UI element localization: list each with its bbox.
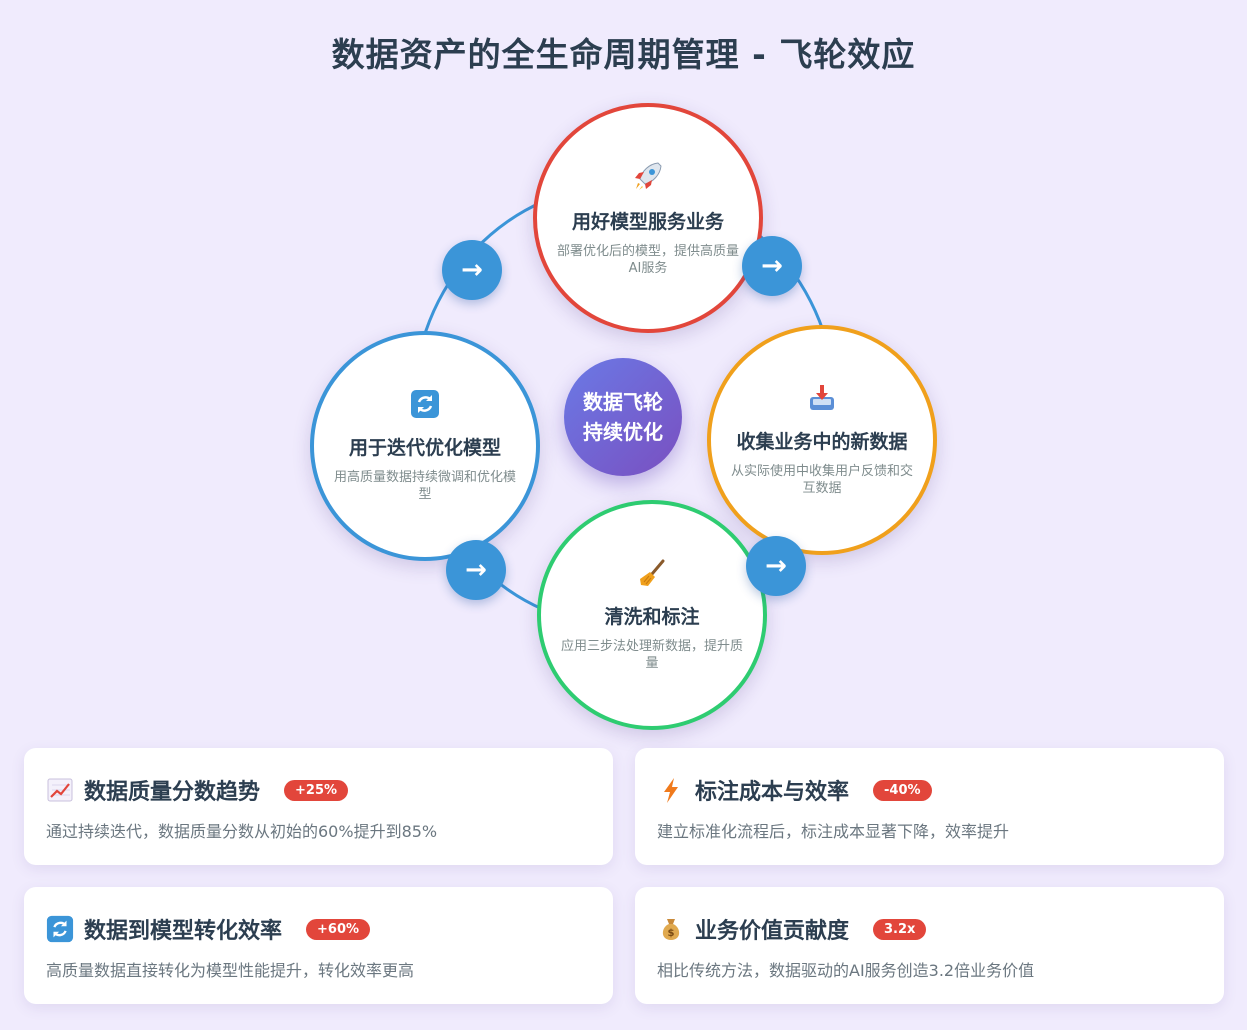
metric-card-conversion: 数据到模型转化效率 +60% 高质量数据直接转化为模型性能提升，转化效率更高 xyxy=(24,887,613,1004)
node-title: 用好模型服务业务 xyxy=(571,211,724,233)
inbox-tray-icon xyxy=(807,383,837,417)
card-description: 高质量数据直接转化为模型性能提升，转化效率更高 xyxy=(46,961,415,980)
card-description: 通过持续迭代，数据质量分数从初始的60%提升到85% xyxy=(46,822,438,841)
rocket-icon xyxy=(631,159,665,197)
node-collect-data: 收集业务中的新数据 从实际使用中收集用户反馈和交互数据 xyxy=(707,325,937,555)
lightning-icon xyxy=(657,776,685,804)
hub-label-line1: 数据飞轮 xyxy=(583,390,663,414)
card-description: 相比传统方法，数据驱动的AI服务创造3.2倍业务价值 xyxy=(657,961,1035,980)
hub-label-line2: 持续优化 xyxy=(583,420,663,444)
metric-badge: -40% xyxy=(873,779,932,801)
flow-arrow: → xyxy=(446,540,506,600)
chart-increasing-icon xyxy=(46,776,74,804)
card-title: 业务价值贡献度 xyxy=(695,919,850,944)
card-title: 数据质量分数趋势 xyxy=(84,780,261,805)
metric-card-business-value: $ 业务价值贡献度 3.2x 相比传统方法，数据驱动的AI服务创造3.2倍业务价… xyxy=(635,887,1224,1004)
node-description: 从实际使用中收集用户反馈和交互数据 xyxy=(731,464,914,496)
node-description: 部署优化后的模型，提供高质量AI服务 xyxy=(557,244,740,276)
refresh-icon xyxy=(410,389,440,423)
metric-badge: 3.2x xyxy=(873,918,927,940)
flywheel-hub: 数据飞轮 持续优化 xyxy=(564,358,682,476)
node-serve-business: 用好模型服务业务 部署优化后的模型，提供高质量AI服务 xyxy=(533,103,763,333)
metric-card-quality: 数据质量分数趋势 +25% 通过持续迭代，数据质量分数从初始的60%提升到85% xyxy=(24,748,613,865)
node-description: 应用三步法处理新数据，提升质量 xyxy=(561,639,744,671)
svg-text:$: $ xyxy=(668,928,675,939)
node-description: 用高质量数据持续微调和优化模型 xyxy=(334,470,517,502)
refresh-icon xyxy=(46,915,74,943)
flow-arrow: → xyxy=(746,536,806,596)
card-title: 数据到模型转化效率 xyxy=(84,919,283,944)
card-description: 建立标准化流程后，标注成本显著下降，效率提升 xyxy=(657,822,1010,841)
metric-card-annotation-cost: 标注成本与效率 -40% 建立标准化流程后，标注成本显著下降，效率提升 xyxy=(635,748,1224,865)
node-title: 清洗和标注 xyxy=(604,606,700,628)
node-clean-annotate: 清洗和标注 应用三步法处理新数据，提升质量 xyxy=(537,500,767,730)
node-title: 收集业务中的新数据 xyxy=(736,431,908,453)
metric-badge: +25% xyxy=(284,779,349,801)
flow-arrow: → xyxy=(442,240,502,300)
money-bag-icon: $ xyxy=(657,915,685,943)
metric-badge: +60% xyxy=(306,918,371,940)
page-title: 数据资产的全生命周期管理 - 飞轮效应 xyxy=(331,35,916,74)
broom-icon xyxy=(637,558,667,592)
node-iterate-model: 用于迭代优化模型 用高质量数据持续微调和优化模型 xyxy=(310,331,540,561)
card-title: 标注成本与效率 xyxy=(695,780,850,805)
node-title: 用于迭代优化模型 xyxy=(348,437,501,459)
flow-arrow: → xyxy=(742,236,802,296)
